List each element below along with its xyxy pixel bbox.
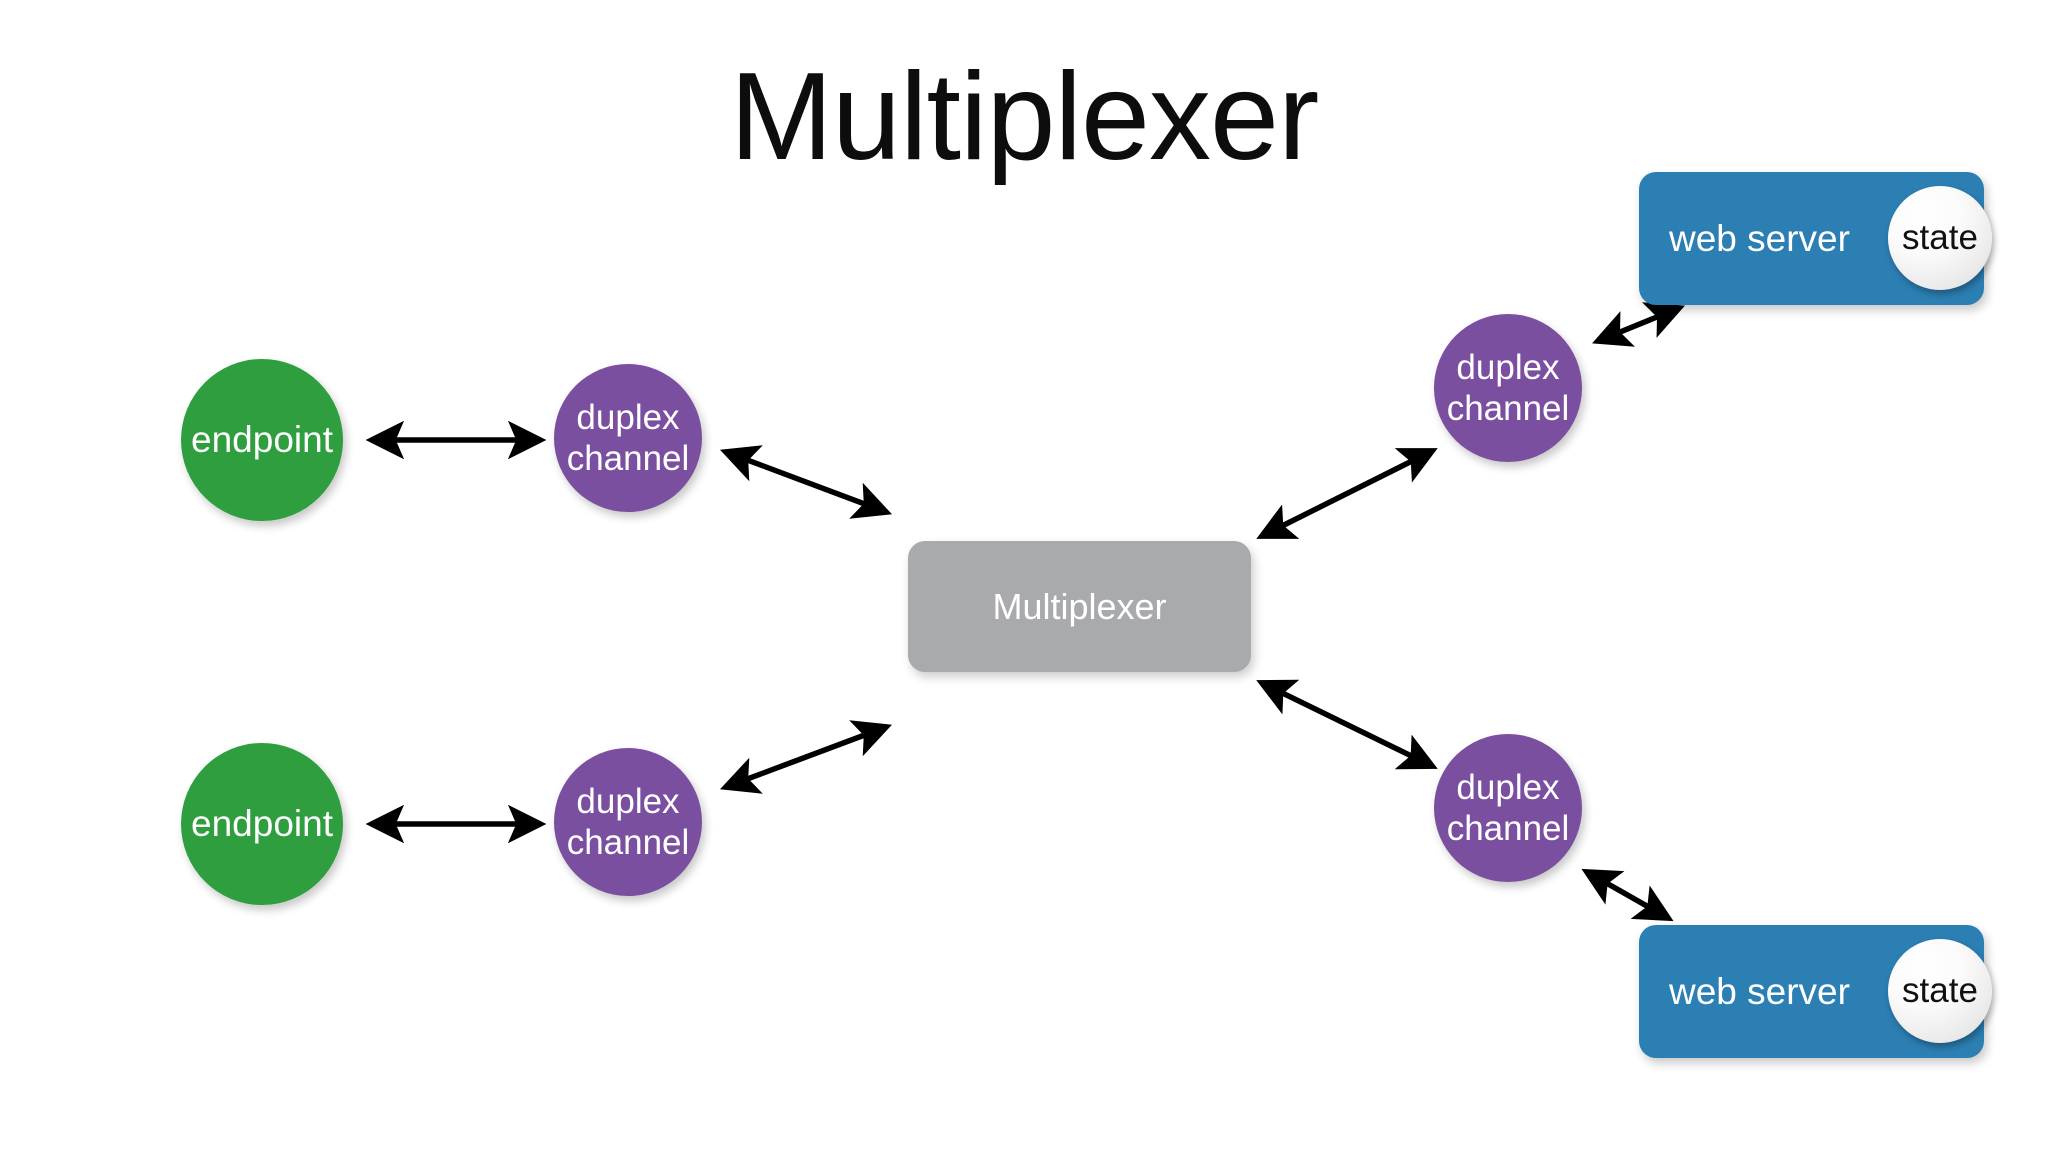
- duplex-right-top-label: duplex channel: [1445, 347, 1572, 430]
- multiplexer-label: Multiplexer: [992, 585, 1167, 627]
- duplex-left-bottom-label-line1: duplex: [576, 781, 680, 821]
- node-duplex-channel-right-bottom[interactable]: duplex channel: [1434, 734, 1582, 882]
- duplex-left-bottom-label-line2: channel: [566, 823, 690, 862]
- page-title: Multiplexer: [729, 48, 1320, 186]
- duplex-left-bottom-label: duplex channel: [565, 781, 692, 864]
- duplex-right-bottom-label-line2: channel: [1446, 809, 1570, 848]
- node-web-server-top[interactable]: web server state: [1639, 172, 1992, 305]
- state-bubble-top[interactable]: state: [1888, 186, 1992, 290]
- node-duplex-channel-left-bottom[interactable]: duplex channel: [554, 748, 702, 896]
- endpoint-bottom-label: endpoint: [191, 803, 333, 844]
- duplex-right-bottom-label: duplex channel: [1445, 767, 1572, 850]
- duplex-left-top-label: duplex channel: [565, 397, 692, 480]
- arrow-duplex-left-bottom-multiplexer: [719, 720, 893, 794]
- arrow-duplex-right-bottom-webserver-bottom: [1581, 868, 1674, 922]
- arrow-multiplexer-duplex-right-top: [1256, 448, 1438, 539]
- web-server-bottom-label: web server: [1669, 970, 1850, 1012]
- node-web-server-bottom[interactable]: web server state: [1639, 925, 1992, 1058]
- duplex-left-top-label-line2: channel: [566, 439, 690, 478]
- arrow-duplex-right-top-webserver-top: [1592, 302, 1685, 347]
- node-multiplexer[interactable]: Multiplexer: [908, 541, 1251, 672]
- arrow-duplex-left-top-multiplexer: [719, 445, 893, 519]
- duplex-right-top-label-line2: channel: [1446, 389, 1570, 428]
- node-duplex-channel-right-top[interactable]: duplex channel: [1434, 314, 1582, 462]
- node-duplex-channel-left-top[interactable]: duplex channel: [554, 364, 702, 512]
- duplex-left-top-label-line1: duplex: [576, 397, 680, 437]
- arrow-multiplexer-duplex-right-bottom: [1256, 679, 1438, 770]
- endpoint-top-label: endpoint: [191, 419, 333, 460]
- duplex-right-bottom-label-line1: duplex: [1456, 767, 1560, 807]
- node-endpoint-top[interactable]: endpoint: [181, 359, 343, 521]
- state-bubble-bottom[interactable]: state: [1888, 939, 1992, 1043]
- web-server-top-label: web server: [1669, 217, 1850, 259]
- duplex-right-top-label-line1: duplex: [1456, 347, 1560, 387]
- node-endpoint-bottom[interactable]: endpoint: [181, 743, 343, 905]
